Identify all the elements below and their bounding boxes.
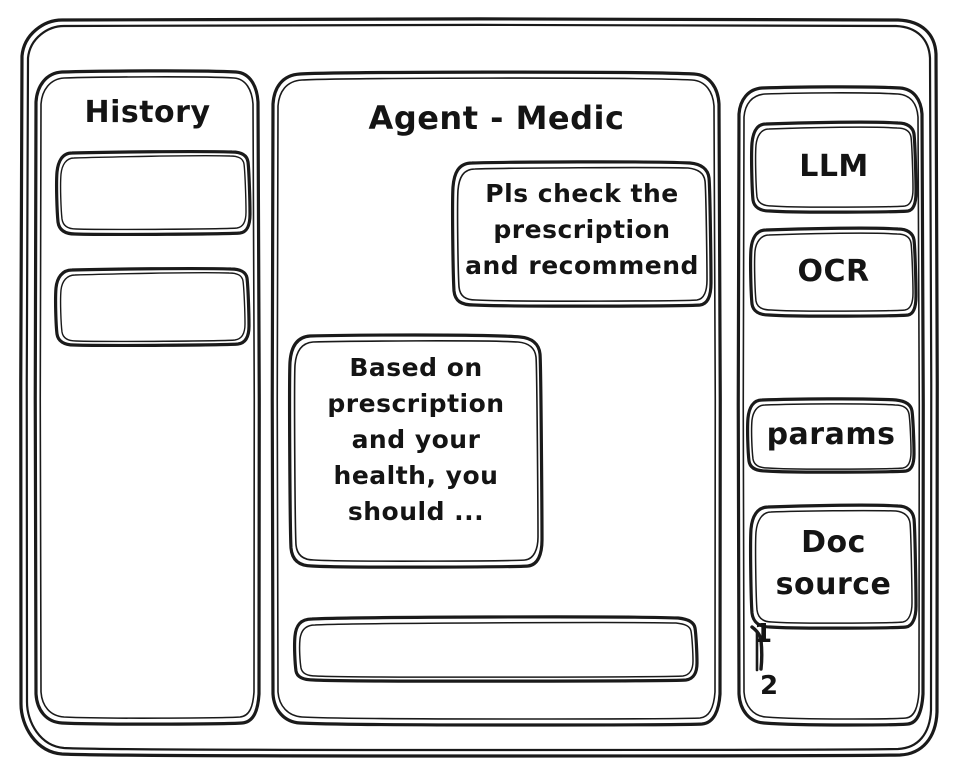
agent-message-bubble: Based on prescription and your health, y… bbox=[290, 336, 542, 567]
page-title: Agent - Medic bbox=[368, 99, 625, 137]
llm-button[interactable]: LLM bbox=[752, 123, 916, 211]
doc-source-item-2[interactable]: 2 bbox=[760, 671, 779, 701]
user-message-bubble: Pls check the prescription and recommend bbox=[453, 163, 711, 306]
doc-source-card-label: Doc source bbox=[775, 525, 892, 602]
history-item-1[interactable] bbox=[57, 152, 250, 235]
doc-source-card[interactable]: Doc source bbox=[751, 506, 916, 627]
history-item-2[interactable] bbox=[56, 269, 249, 346]
params-button-label: params bbox=[766, 417, 896, 452]
doc-source-item-1[interactable]: 1 bbox=[754, 619, 773, 649]
ocr-button-label: OCR bbox=[797, 254, 870, 289]
params-button[interactable]: params bbox=[748, 400, 914, 471]
llm-button-label: LLM bbox=[799, 149, 869, 184]
user-message-text: Pls check the prescription and recommend bbox=[465, 179, 699, 280]
ocr-button[interactable]: OCR bbox=[751, 229, 916, 315]
history-panel-title: History bbox=[84, 95, 211, 130]
composer-input[interactable] bbox=[295, 618, 697, 680]
agent-message-text: Based on prescription and your health, y… bbox=[327, 353, 505, 526]
